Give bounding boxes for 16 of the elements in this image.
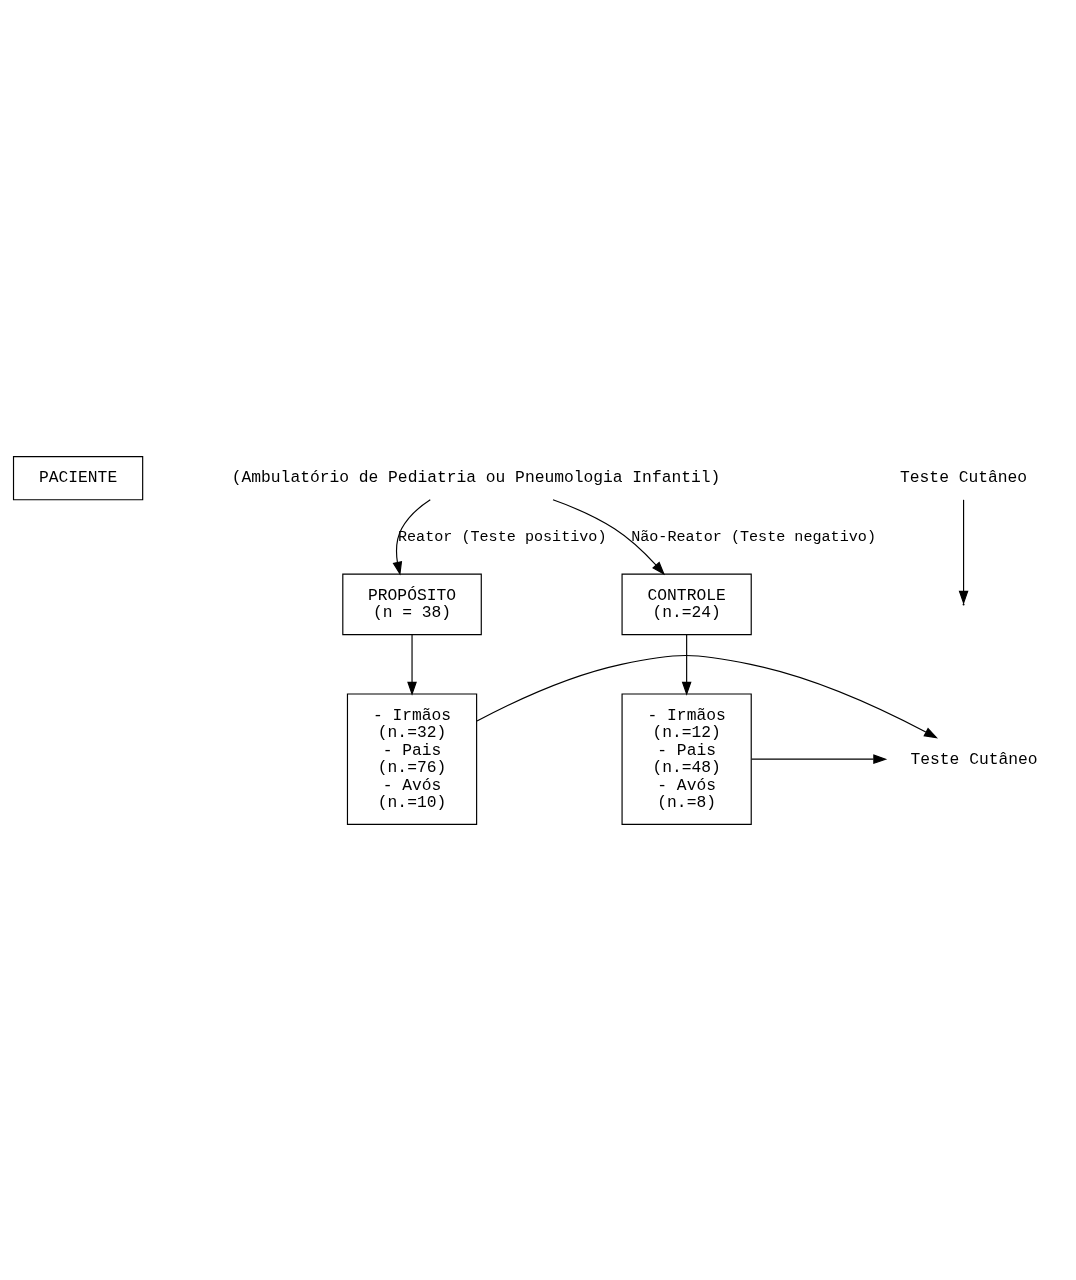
arrow [407,633,417,696]
arrow [552,498,665,575]
node-box: - Irmãos (n.=32) - Pais (n.=76) - Avós (n.=10) [346,692,478,825]
node-text: Teste Cutâneo [900,467,1028,487]
node-box: PROPÓSITO (n = 38) [342,573,482,635]
arrow [476,654,938,738]
arrow [751,753,888,764]
node-text: (Ambulatório de Pediatria ou Pneumologia Infantil) [231,467,721,487]
edge-label: Reator (Teste positivo) [397,527,607,546]
edge-label: Não-Reator (Teste negativo) [631,527,876,546]
arrow [392,498,431,576]
node-text: Teste Cutâneo [910,748,1038,768]
arrow [681,633,692,696]
node-box: CONTROLE (n.=24) [621,573,752,635]
node-box: PACIENTE [12,455,144,500]
node-box: - Irmãos (n.=12) - Pais (n.=48) - Avós (n.=8) [621,692,752,825]
